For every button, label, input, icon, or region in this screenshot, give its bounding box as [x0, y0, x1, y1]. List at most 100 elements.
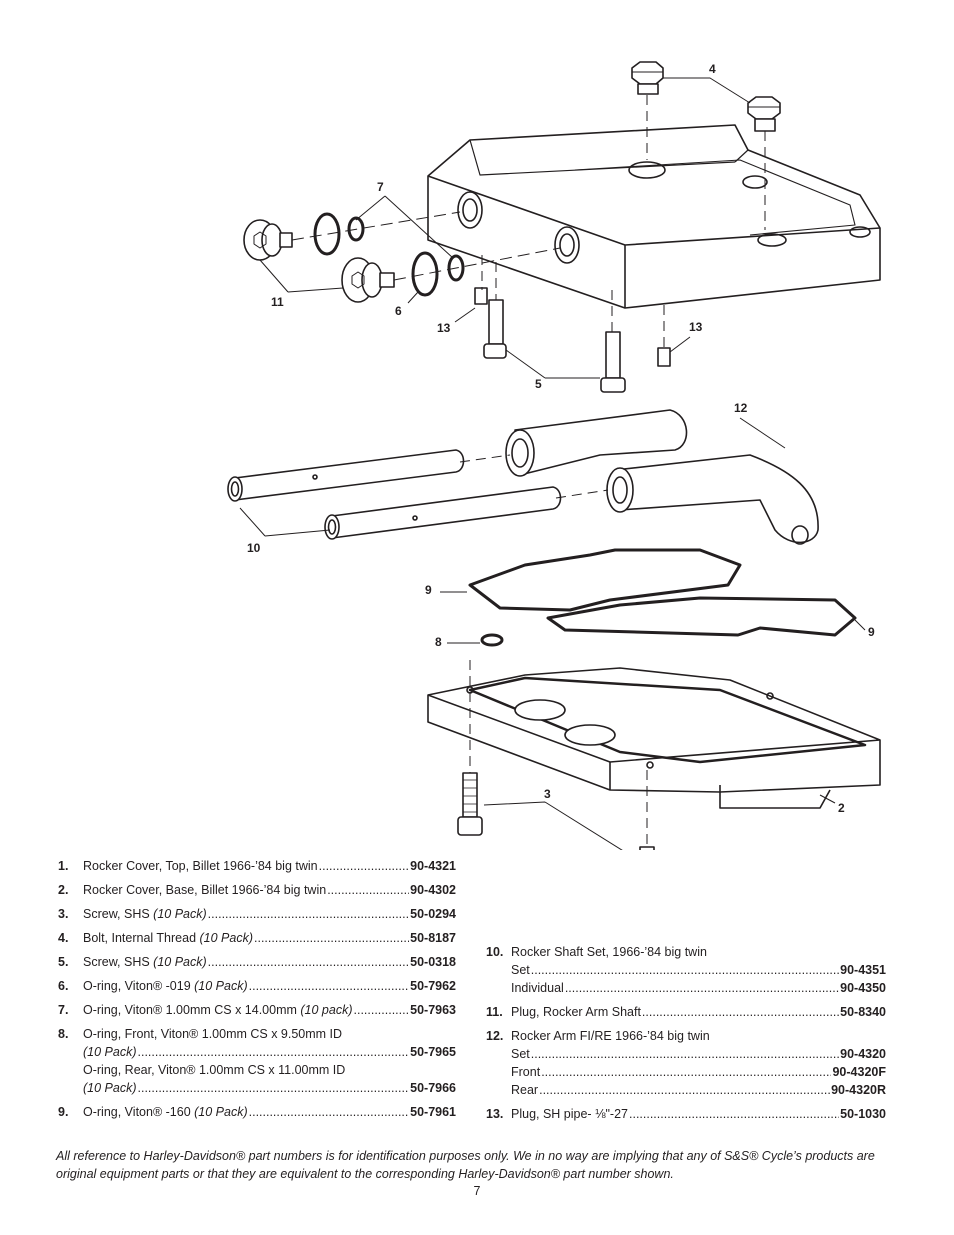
- rocker-cover-top: [427, 124, 881, 309]
- gasket-9-rear: [468, 548, 742, 612]
- bolt-4-left: [631, 61, 664, 95]
- part-number: 2.: [58, 883, 69, 897]
- callout-11: 11: [271, 295, 284, 309]
- rocker-cover-base: [427, 667, 881, 809]
- part-label: O-ring, Viton® -160 (10 Pack): [83, 1105, 248, 1119]
- part-label: O-ring, Rear, Viton® 1.00mm CS x 11.00mm…: [83, 1063, 346, 1077]
- part-label: Rocker Shaft Set, 1966-’84 big twin: [511, 945, 707, 959]
- part-item-7: 7. O-ring, Viton® 1.00mm CS x 14.00mm (1…: [58, 1001, 456, 1019]
- part-item-4: 4. Bolt, Internal Thread (10 Pack) 50-818…: [58, 929, 456, 947]
- part-pn: 50-0318: [410, 955, 456, 969]
- part-note: (10 Pack): [83, 1045, 137, 1059]
- screw-5-left: [483, 299, 507, 359]
- part-number: 1.: [58, 859, 69, 873]
- rocker-shaft-10-upper: [227, 449, 465, 502]
- part-number: 13.: [486, 1107, 504, 1121]
- part-number: 11.: [486, 1005, 503, 1019]
- part-pn: 90-4321: [410, 859, 456, 873]
- rocker-shaft-10-lower: [324, 486, 562, 540]
- part-item-5: 5. Screw, SHS (10 Pack) 50-0318: [58, 953, 456, 971]
- part-item-3: 3. Screw, SHS (10 Pack) 50-0294: [58, 905, 456, 923]
- parts-list-right: 10. Rocker Shaft Set, 1966-’84 big twin …: [486, 943, 886, 1129]
- part-item-11: 11. Plug, Rocker Arm Shaft 50-8340: [486, 1003, 886, 1021]
- part-label: O-ring, Viton® -019 (10 Pack): [83, 979, 248, 993]
- part-item-1: 1. Rocker Cover, Top, Billet 1966-’84 bi…: [58, 857, 456, 875]
- part-label: Bolt, Internal Thread (10 Pack): [83, 931, 254, 945]
- part-item-8: 8. O-ring, Front, Viton® 1.00mm CS x 9.5…: [58, 1025, 456, 1097]
- part-label: Plug, Rocker Arm Shaft: [511, 1005, 641, 1019]
- part-pn: 50-1030: [840, 1107, 886, 1121]
- o-ring-8: [480, 633, 504, 647]
- part-pn: 90-4351: [840, 963, 886, 977]
- part-label: Screw, SHS (10 Pack): [83, 955, 207, 969]
- part-item-2: 2. Rocker Cover, Base, Billet 1966-’84 b…: [58, 881, 456, 899]
- rocker-arm-12-rear: [505, 409, 688, 477]
- part-number: 6.: [58, 979, 69, 993]
- part-pn: 90-4302: [410, 883, 456, 897]
- part-item-9: 9. O-ring, Viton® -160 (10 Pack) 50-7961: [58, 1103, 456, 1121]
- part-pn: 50-7965: [410, 1045, 456, 1059]
- part-number: 8.: [58, 1027, 69, 1041]
- part-variant: Individual: [511, 981, 564, 995]
- o-ring-6-upper: [313, 212, 341, 256]
- part-pn: 50-8187: [410, 931, 456, 945]
- part-number: 10.: [486, 945, 504, 959]
- part-label: Rocker Cover, Base, Billet 1966-’84 big …: [83, 883, 327, 897]
- part-number: 5.: [58, 955, 69, 969]
- part-pn: 50-8340: [840, 1005, 886, 1019]
- part-number: 12.: [486, 1029, 504, 1043]
- part-variant: Rear: [511, 1083, 539, 1097]
- plug-11-lower: [341, 257, 395, 303]
- callout-7: 7: [377, 180, 384, 194]
- callout-5: 5: [535, 377, 542, 391]
- disclaimer-text: All reference to Harley-Davidson® part n…: [56, 1149, 875, 1181]
- part-note: (10 Pack): [83, 1081, 137, 1095]
- part-variant: Front: [511, 1065, 541, 1079]
- parts-list-left: 1. Rocker Cover, Top, Billet 1966-’84 bi…: [58, 857, 456, 1127]
- part-pn: 90-4320F: [832, 1065, 886, 1079]
- screw-3-left: [457, 772, 483, 836]
- o-ring-7-lower: [447, 254, 465, 282]
- plug-11-upper: [243, 219, 293, 261]
- callout-8: 8: [435, 635, 442, 649]
- callout-9-right: 9: [868, 625, 875, 639]
- part-pn: 50-0294: [410, 907, 456, 921]
- o-ring-6-lower: [411, 251, 439, 297]
- callout-10: 10: [247, 541, 261, 555]
- part-number: 4.: [58, 931, 69, 945]
- pipe-plug-13-right: [657, 347, 671, 367]
- part-pn: 90-4320R: [831, 1083, 886, 1097]
- part-number: 9.: [58, 1105, 69, 1119]
- callout-4: 4: [709, 62, 716, 76]
- screw-3-right: [639, 846, 655, 850]
- callout-13-right: 13: [689, 320, 703, 334]
- part-label: Rocker Arm FI/RE 1966-’84 big twin: [511, 1029, 710, 1043]
- part-label: Rocker Cover, Top, Billet 1966-’84 big t…: [83, 859, 318, 873]
- part-pn: 50-7963: [410, 1003, 456, 1017]
- part-item-12: 12. Rocker Arm FI/RE 1966-’84 big twin S…: [486, 1027, 886, 1099]
- part-label: O-ring, Front, Viton® 1.00mm CS x 9.50mm…: [83, 1027, 343, 1041]
- part-number: 3.: [58, 907, 69, 921]
- callout-9-left: 9: [425, 583, 432, 597]
- part-number: 7.: [58, 1003, 69, 1017]
- part-pn: 90-4350: [840, 981, 886, 995]
- callout-2: 2: [838, 801, 845, 815]
- part-label: Screw, SHS (10 Pack): [83, 907, 207, 921]
- callout-12: 12: [734, 401, 748, 415]
- part-label: O-ring, Viton® 1.00mm CS x 14.00mm (10 p…: [83, 1003, 353, 1017]
- page-number: 7: [473, 1184, 481, 1198]
- rocker-arm-12-front: [606, 454, 819, 545]
- part-variant: Set: [511, 1047, 530, 1061]
- gasket-9-front: [546, 596, 857, 637]
- part-item-13: 13. Plug, SH pipe- ⅛"-2750-1030: [486, 1105, 886, 1123]
- callout-3: 3: [544, 787, 551, 801]
- o-ring-7-upper: [347, 216, 365, 242]
- part-pn: 50-7961: [410, 1105, 456, 1119]
- part-item-10: 10. Rocker Shaft Set, 1966-’84 big twin …: [486, 943, 886, 997]
- callout-13-left: 13: [437, 321, 451, 335]
- callout-6: 6: [395, 304, 402, 318]
- part-variant: Set: [511, 963, 530, 977]
- exploded-parts-diagram: 4 7 11 6 13 13 5 12 10 9 9 8 3 2: [227, 61, 881, 850]
- screw-5-right: [600, 331, 626, 393]
- bolt-4-right: [747, 96, 781, 132]
